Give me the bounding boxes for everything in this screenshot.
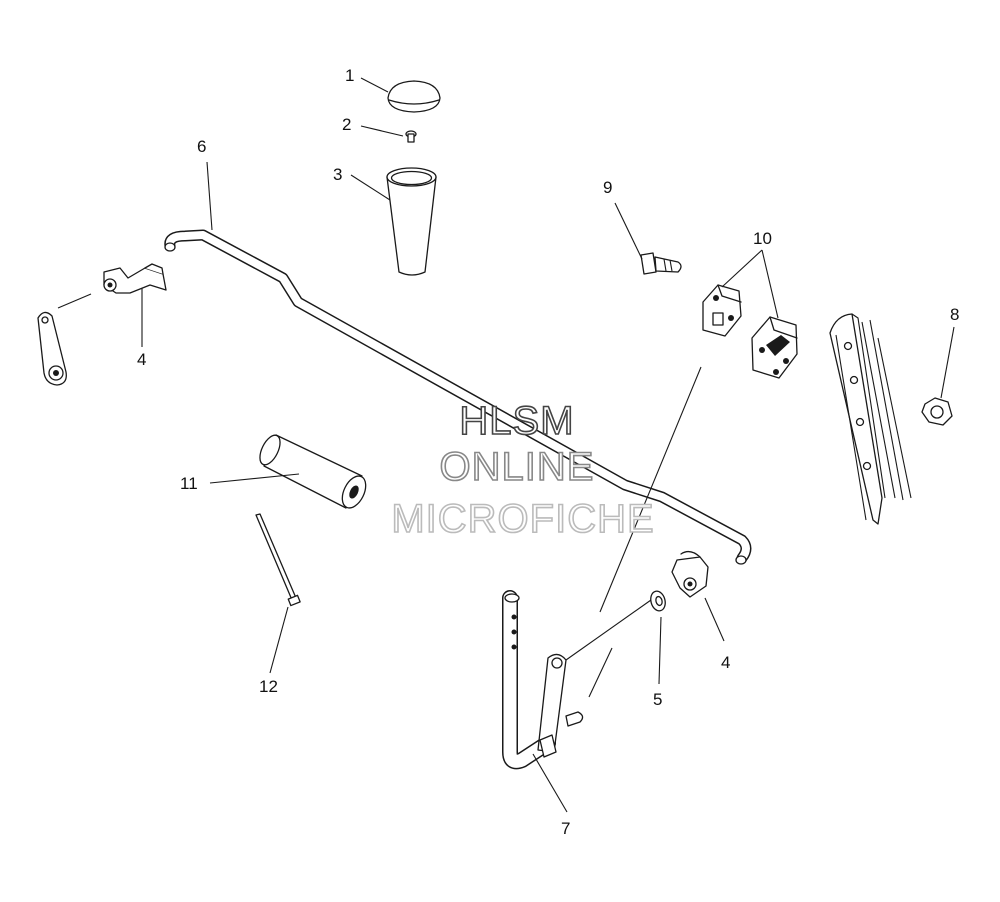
- callout-labels: 1 2 3 6 4 9 10 8 11 12 7 5 4: [137, 66, 959, 838]
- callout-7: 7: [561, 819, 570, 838]
- watermark-line-3: MICROFICHE: [391, 497, 654, 541]
- part-3-grip: [386, 167, 437, 276]
- part-7-lever: [502, 590, 584, 770]
- part-8-nut: [921, 397, 953, 426]
- callout-4-left: 4: [137, 350, 146, 369]
- part-4-clip-right: [671, 550, 709, 598]
- part-9-bolt: [640, 252, 682, 275]
- part-12-pin: [255, 513, 301, 607]
- part-10-bushings: [702, 284, 798, 379]
- leader-lines: [57, 77, 955, 813]
- callout-12: 12: [259, 677, 278, 696]
- callout-3: 3: [333, 165, 342, 184]
- part-1-knob-cap: [387, 80, 441, 113]
- link-arm-left: [37, 311, 67, 386]
- callout-10: 10: [753, 229, 772, 248]
- bracket-plate: [829, 313, 912, 525]
- callout-2: 2: [342, 115, 351, 134]
- callout-9: 9: [603, 178, 612, 197]
- callout-5: 5: [653, 690, 662, 709]
- callout-6: 6: [197, 137, 206, 156]
- part-6-shift-rod: [164, 229, 752, 565]
- watermark: HLSM ONLINE MICROFICHE: [391, 398, 655, 542]
- callout-8: 8: [950, 305, 959, 324]
- part-11-sleeve: [259, 434, 367, 509]
- watermark-line-2: ONLINE: [440, 445, 595, 489]
- watermark-line-1: HLSM: [459, 399, 574, 443]
- part-4-clip-left: [103, 263, 167, 294]
- callout-11: 11: [180, 474, 198, 493]
- part-2-screw: [405, 130, 417, 143]
- callout-1: 1: [345, 66, 354, 85]
- part-5-washer: [650, 590, 666, 612]
- callout-4-right: 4: [721, 653, 730, 672]
